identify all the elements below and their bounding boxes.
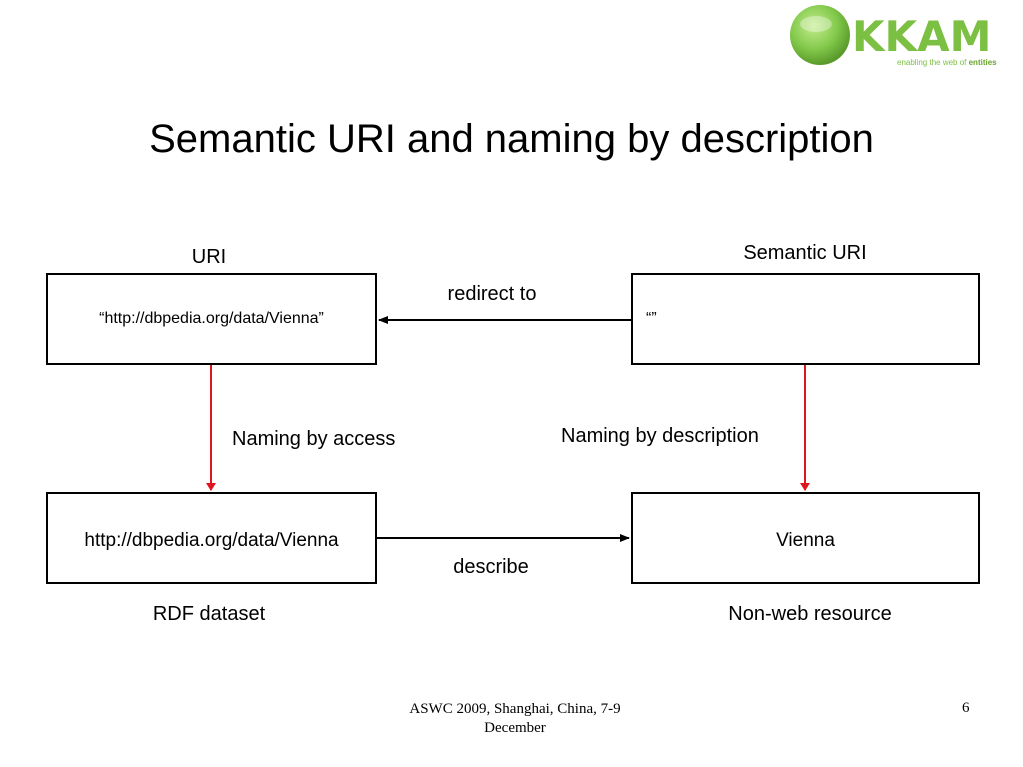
logo-wordmark: KKAM [852,12,991,61]
footer-conference: ASWC 2009, Shanghai, China, 7-9 December [380,700,650,738]
semantic-uri-heading: Semantic URI [743,242,867,264]
logo-ball-icon [790,5,850,65]
uri-heading: URI [191,246,227,268]
logo-tagline: enabling the web of entities [897,58,997,67]
okkam-logo: KKAM [790,5,991,65]
resource-box-text: Vienna [776,530,835,551]
semantic-uri-box: “” [631,273,980,365]
naming-by-access-label: Naming by access [232,428,396,450]
page-number: 6 [962,700,970,716]
non-web-resource-caption: Non-web resource [728,603,892,625]
uri-box-text: “http://dbpedia.org/data/Vienna” [99,310,324,327]
rdf-dataset-caption: RDF dataset [152,603,266,625]
footer-line-1: ASWC 2009, Shanghai, China, 7-9 [409,701,621,717]
naming-by-description-label: Naming by description [561,425,759,447]
redirect-label: redirect to [447,283,537,305]
slide-title: Semantic URI and naming by description [149,117,874,161]
describe-label: describe [453,556,529,578]
semantic-uri-box-text: “” [646,310,657,327]
dataset-box-text: http://dbpedia.org/data/Vienna [84,530,339,551]
dataset-box: http://dbpedia.org/data/Vienna [46,492,377,584]
uri-box: “http://dbpedia.org/data/Vienna” [46,273,377,365]
resource-box: Vienna [631,492,980,584]
footer-line-2: December [484,720,546,736]
